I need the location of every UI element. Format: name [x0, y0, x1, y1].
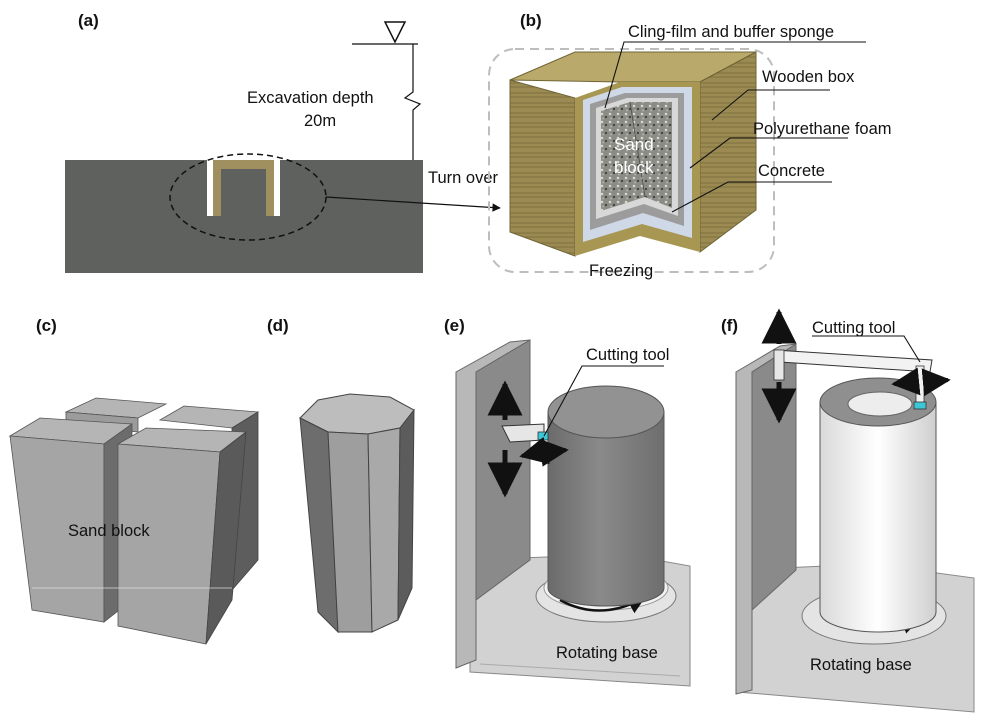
right-arrow — [539, 438, 569, 467]
panel-e: (e) Cutting tool Rotating base — [444, 316, 691, 687]
concrete-label: Concrete — [758, 162, 825, 180]
cutting-tool-bit — [537, 431, 549, 441]
panel-b-leader-lines — [604, 41, 866, 213]
panel-b-label: (b) — [520, 11, 542, 30]
panel-f: (f) Cutting tool Rotating base — [721, 308, 975, 713]
support-column-face-f — [751, 343, 797, 612]
sand-block — [601, 102, 672, 211]
panel-e-label: (e) — [444, 316, 465, 335]
cutting-tool-label-f: Cutting tool — [812, 319, 895, 337]
cutting-tool-arm-f — [773, 349, 933, 373]
sand-cylinder-top — [547, 385, 665, 439]
rotating-base-label-e: Rotating base — [556, 644, 658, 662]
excavation-depth-label: Excavation depth — [247, 89, 374, 107]
base-plate-edge — [479, 663, 681, 677]
cling-film-label: Cling-film and buffer sponge — [628, 23, 834, 41]
cutting-tool-post-f — [773, 349, 785, 381]
turn-over-arrow — [325, 196, 501, 212]
hollow-cylinder-bore — [847, 391, 913, 417]
panel-c: (c) Sand block — [8, 316, 260, 645]
polyurethane-foam-label: Polyurethane foam — [753, 120, 892, 138]
panel-c-label: (c) — [36, 316, 57, 335]
freezing-label: Freezing — [589, 262, 653, 280]
depth-dimension-line — [403, 44, 422, 160]
panel-a: (a) Excavation depth 20m Turn over — [65, 11, 501, 273]
wooden-box-label: Wooden box — [762, 68, 855, 86]
cutting-tool-shank-f — [915, 365, 925, 405]
wooden-box-right-face — [699, 51, 757, 253]
sand-block-front-left — [8, 417, 134, 623]
cutting-tool-label-e: Cutting tool — [586, 346, 669, 364]
rotating-base-label-f: Rotating base — [810, 656, 912, 674]
cutting-tool-bit-f — [913, 401, 927, 410]
panel-d: (d) — [267, 316, 415, 634]
panel-f-label: (f) — [721, 316, 738, 335]
left-arrow — [519, 436, 550, 465]
sample-core — [221, 169, 266, 216]
left-arrow-f — [891, 367, 921, 396]
sand-block-label-line2: block — [614, 158, 654, 177]
panel-d-label: (d) — [267, 316, 289, 335]
cutting-tool-leader — [543, 365, 664, 437]
excavation-depth-value: 20m — [304, 112, 336, 130]
sand-block-front-right — [116, 427, 248, 645]
sand-block-corner-edge — [629, 101, 646, 198]
octagonal-sand-column — [299, 393, 415, 634]
right-arrow-f — [921, 368, 951, 397]
panel-b: (b) Sand block Cling-film and buffer spo… — [488, 11, 892, 280]
panel-a-label: (a) — [78, 11, 99, 30]
turn-over-label: Turn over — [428, 169, 499, 187]
wooden-box-left-face — [509, 79, 576, 257]
water-level-symbol — [352, 21, 418, 45]
wooden-box-section — [213, 160, 274, 216]
sand-block-label-line1: Sand — [614, 135, 654, 154]
freezing-dashed-frame — [488, 48, 775, 273]
hollow-cylinder-body — [819, 401, 937, 633]
sand-cylinder-body — [547, 411, 665, 607]
sand-block-label: Sand block — [68, 522, 150, 540]
cutting-tool-leader-f — [812, 335, 921, 363]
